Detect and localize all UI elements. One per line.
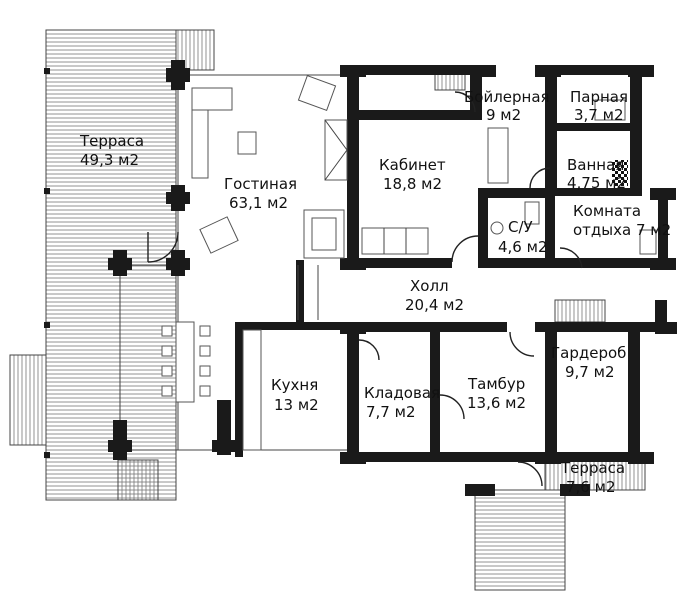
label-boiler-area: 9 м2	[486, 106, 521, 124]
label-sauna-name: Парная	[570, 88, 628, 106]
label-vestibule-area: 13,6 м2	[467, 394, 526, 412]
label-kitchen-area: 13 м2	[274, 396, 319, 414]
label-boiler-name: Бойлерная	[464, 88, 550, 106]
label-office-area: 18,8 м2	[383, 175, 442, 193]
label-wardrobe-name: Гардероб	[551, 344, 626, 362]
label-rest-room-name: Комната	[573, 202, 641, 220]
shower-tile	[612, 160, 628, 186]
label-storage-area: 7,7 м2	[366, 403, 415, 421]
room-labels: Терраса 49,3 м2 Гостиная 63,1 м2 Кабинет…	[79, 88, 671, 496]
label-bathroom-area: 4,75 м2	[567, 174, 626, 192]
label-hall-name: Холл	[410, 277, 449, 295]
label-terrace-bottom-area: 7,6 м2	[566, 478, 615, 496]
furniture	[161, 75, 657, 451]
label-living-name: Гостиная	[224, 175, 297, 193]
label-storage-name: Кладовая	[364, 384, 440, 402]
label-hall-area: 20,4 м2	[405, 296, 464, 314]
label-wc-area: 4,6 м2	[498, 238, 547, 256]
label-rest-room-area: отдыха 7 м2	[573, 221, 671, 239]
label-wc-name: С/У	[508, 218, 533, 236]
label-living-area: 63,1 м2	[229, 194, 288, 212]
label-kitchen-name: Кухня	[271, 376, 318, 394]
label-office-name: Кабинет	[379, 156, 446, 174]
doors	[147, 91, 583, 487]
label-bathroom-name: Ванная	[567, 156, 624, 174]
label-vestibule-name: Тамбур	[467, 375, 525, 393]
label-terrace-left-name: Терраса	[79, 132, 144, 150]
label-terrace-left-area: 49,3 м2	[80, 151, 139, 169]
walls	[108, 60, 677, 496]
label-sauna-area: 3,7 м2	[574, 106, 623, 124]
label-wardrobe-area: 9,7 м2	[565, 363, 614, 381]
label-terrace-bottom-name: Терраса	[560, 459, 625, 477]
